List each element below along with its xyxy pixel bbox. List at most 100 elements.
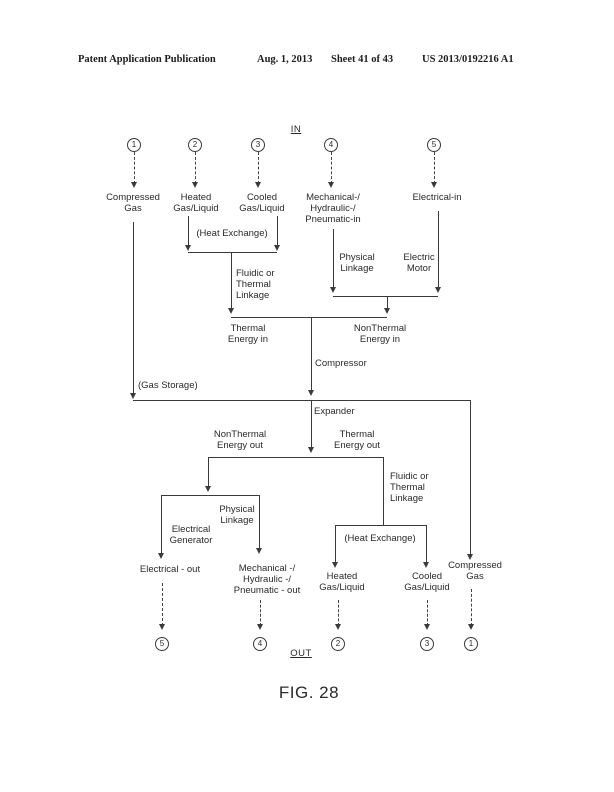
connector-line: [231, 252, 232, 310]
node-expander: Expander: [314, 406, 355, 417]
node-compressed-gas-out: Compressed Gas: [448, 560, 502, 582]
in-title: IN: [290, 124, 302, 135]
out-title: OUT: [290, 648, 312, 659]
arrowhead-down-icon: [256, 548, 262, 554]
arrowhead-down-icon: [308, 390, 314, 396]
node-mechanical-hydraulic-pneumatic-in: Mechanical-/ Hydraulic-/ Pneumatic-in: [305, 192, 361, 225]
connector-line: [335, 525, 426, 526]
node-gas-storage: (Gas Storage): [138, 380, 198, 391]
node-thermal-energy-out: Thermal Energy out: [334, 429, 380, 451]
connector-line: [133, 222, 134, 395]
connector-line: [470, 400, 471, 556]
arrowhead-down-icon: [335, 624, 341, 630]
node-mechanical-hydraulic-pneumatic-out: Mechanical -/ Hydraulic -/ Pneumatic - o…: [233, 563, 301, 596]
dashed-connector-line: [338, 600, 339, 626]
header-publication: Patent Application Publication: [78, 54, 216, 65]
arrowhead-down-icon: [468, 624, 474, 630]
arrowhead-down-icon: [330, 287, 336, 293]
dashed-connector-line: [260, 600, 261, 626]
in-port-2-circle: 2: [188, 138, 202, 152]
arrowhead-down-icon: [274, 245, 280, 251]
arrowhead-down-icon: [228, 308, 234, 314]
node-nonthermal-energy-in: NonThermal Energy in: [353, 323, 407, 345]
dashed-connector-line: [427, 600, 428, 626]
connector-line: [208, 457, 383, 458]
connector-line: [133, 400, 470, 401]
node-heated-gas-liquid-out: Heated Gas/Liquid: [319, 571, 365, 593]
connector-line: [259, 495, 260, 550]
connector-line: [426, 525, 427, 564]
dashed-connector-line: [195, 152, 196, 184]
connector-line: [161, 495, 259, 496]
arrowhead-down-icon: [467, 554, 473, 560]
connector-line: [335, 525, 336, 564]
arrowhead-down-icon: [131, 182, 137, 188]
arrowhead-down-icon: [332, 562, 338, 568]
dashed-connector-line: [434, 152, 435, 184]
edge-physical-linkage-in: Physical Linkage: [339, 252, 375, 274]
arrowhead-down-icon: [431, 182, 437, 188]
node-cooled-gas-liquid-in: Cooled Gas/Liquid: [239, 192, 285, 214]
connector-line: [277, 216, 278, 248]
out-port-1-circle: 1: [464, 637, 478, 651]
arrowhead-down-icon: [158, 553, 164, 559]
edge-physical-linkage-out: Physical Linkage: [219, 504, 255, 526]
connector-line: [208, 457, 209, 488]
node-heated-gas-liquid-in: Heated Gas/Liquid: [173, 192, 219, 214]
dashed-connector-line: [258, 152, 259, 184]
header-date: Aug. 1, 2013: [257, 54, 313, 65]
connector-line: [188, 216, 189, 248]
node-heat-exchange-in: (Heat Exchange): [196, 228, 268, 239]
edge-electrical-generator: Electrical Generator: [169, 524, 213, 546]
arrowhead-down-icon: [257, 624, 263, 630]
node-electrical-out: Electrical - out: [139, 564, 201, 575]
node-heat-exchange-out: (Heat Exchange): [344, 533, 416, 544]
arrowhead-down-icon: [384, 308, 390, 314]
in-port-5-circle: 5: [427, 138, 441, 152]
arrowhead-down-icon: [423, 562, 429, 568]
arrowhead-down-icon: [328, 182, 334, 188]
header-patent-number: US 2013/0192216 A1: [422, 54, 514, 65]
dashed-connector-line: [134, 152, 135, 184]
out-port-4-circle: 4: [253, 637, 267, 651]
edge-electric-motor: Electric Motor: [403, 252, 435, 274]
node-cooled-gas-liquid-out: Cooled Gas/Liquid: [404, 571, 450, 593]
dashed-connector-line: [471, 589, 472, 626]
node-compressor: Compressor: [315, 358, 367, 369]
node-electrical-in: Electrical-in: [412, 192, 462, 203]
arrowhead-down-icon: [185, 245, 191, 251]
arrowhead-down-icon: [130, 393, 136, 399]
out-port-5-circle: 5: [155, 637, 169, 651]
node-compressed-gas-in: Compressed Gas: [106, 192, 160, 214]
node-thermal-energy-in: Thermal Energy in: [227, 323, 269, 345]
connector-line: [188, 252, 277, 253]
edge-fluidic-thermal-linkage-in: Fluidic or Thermal Linkage: [236, 268, 275, 301]
connector-line: [387, 296, 388, 310]
arrowhead-down-icon: [424, 624, 430, 630]
connector-line: [231, 317, 387, 318]
connector-line: [333, 296, 438, 297]
in-port-4-circle: 4: [324, 138, 338, 152]
arrowhead-down-icon: [255, 182, 261, 188]
dashed-connector-line: [162, 583, 163, 626]
arrowhead-down-icon: [159, 624, 165, 630]
node-nonthermal-energy-out: NonThermal Energy out: [213, 429, 267, 451]
connector-line: [383, 457, 384, 525]
in-port-1-circle: 1: [127, 138, 141, 152]
arrowhead-down-icon: [308, 447, 314, 453]
edge-fluidic-thermal-linkage-out: Fluidic or Thermal Linkage: [390, 471, 429, 504]
dashed-connector-line: [331, 152, 332, 184]
arrowhead-down-icon: [205, 486, 211, 492]
out-port-3-circle: 3: [420, 637, 434, 651]
connector-line: [161, 495, 162, 555]
connector-line: [333, 229, 334, 289]
header-sheet-number: Sheet 41 of 43: [331, 54, 394, 65]
connector-line: [438, 211, 439, 289]
arrowhead-down-icon: [192, 182, 198, 188]
in-port-3-circle: 3: [251, 138, 265, 152]
out-port-2-circle: 2: [331, 637, 345, 651]
connector-line: [311, 400, 312, 449]
arrowhead-down-icon: [435, 287, 441, 293]
figure-caption: FIG. 28: [278, 683, 340, 702]
